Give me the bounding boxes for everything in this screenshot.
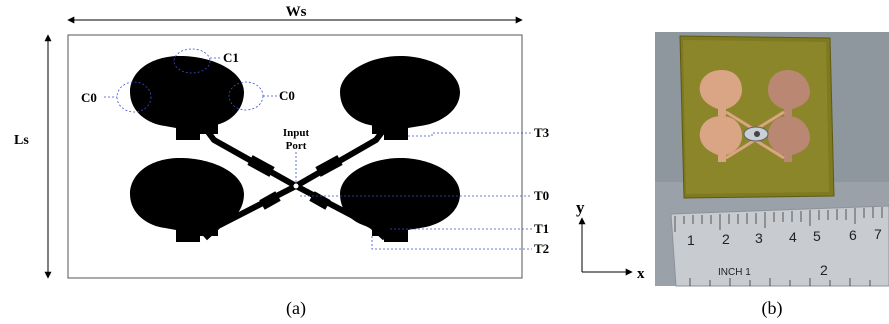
t2-label: T2: [534, 241, 549, 256]
x-axis-label: x: [637, 266, 645, 282]
ruler-ticks: [674, 207, 883, 232]
ruler-inch-label: INCH 1: [718, 267, 751, 278]
ruler-number: 6: [849, 227, 857, 243]
input-port-label-line2: Port: [286, 140, 307, 152]
ruler-number: 5: [813, 228, 821, 244]
y-axis-label: y: [576, 198, 585, 217]
caption-a: (a): [286, 298, 306, 319]
panel-b-photo: 1 2 3 4 5 6 7 INCH 1 2 (b): [655, 32, 889, 319]
ruler: [670, 205, 889, 287]
t3-label: T3: [534, 125, 550, 140]
input-port-marker: [292, 182, 300, 190]
c0-left-label: C0: [81, 90, 97, 105]
t2-leader: [371, 236, 532, 250]
ruler-number: 1: [687, 232, 695, 248]
patch-top-left: [130, 56, 244, 140]
t0-label: T0: [534, 188, 549, 203]
input-port-label-line1: Input: [283, 127, 310, 139]
width-label: Ws: [286, 4, 307, 20]
ruler-number: 7: [874, 226, 882, 242]
c0-right-label: C0: [279, 88, 295, 103]
caption-b: (b): [762, 298, 783, 319]
t1-label: T1: [534, 221, 549, 236]
c1-ellipse: [173, 48, 211, 74]
ruler-number: 2: [722, 231, 730, 247]
length-label: Ls: [14, 133, 29, 148]
patch-bottom-right: [340, 158, 460, 242]
substrate-outline: [67, 34, 523, 279]
t3-leader: [408, 132, 532, 137]
copper-patches: [699, 70, 810, 162]
ruler-number: 3: [755, 230, 763, 246]
ruler-numbers: 1 2 3 4 5 6 7: [687, 226, 882, 248]
patch-bottom-left: [130, 158, 244, 242]
panel-a: Ws Ls: [14, 4, 645, 319]
ruler-number: 4: [789, 229, 797, 245]
patch-top-right: [340, 56, 460, 140]
ruler-inch-number: 2: [820, 262, 828, 278]
c1-label: C1: [223, 50, 239, 65]
